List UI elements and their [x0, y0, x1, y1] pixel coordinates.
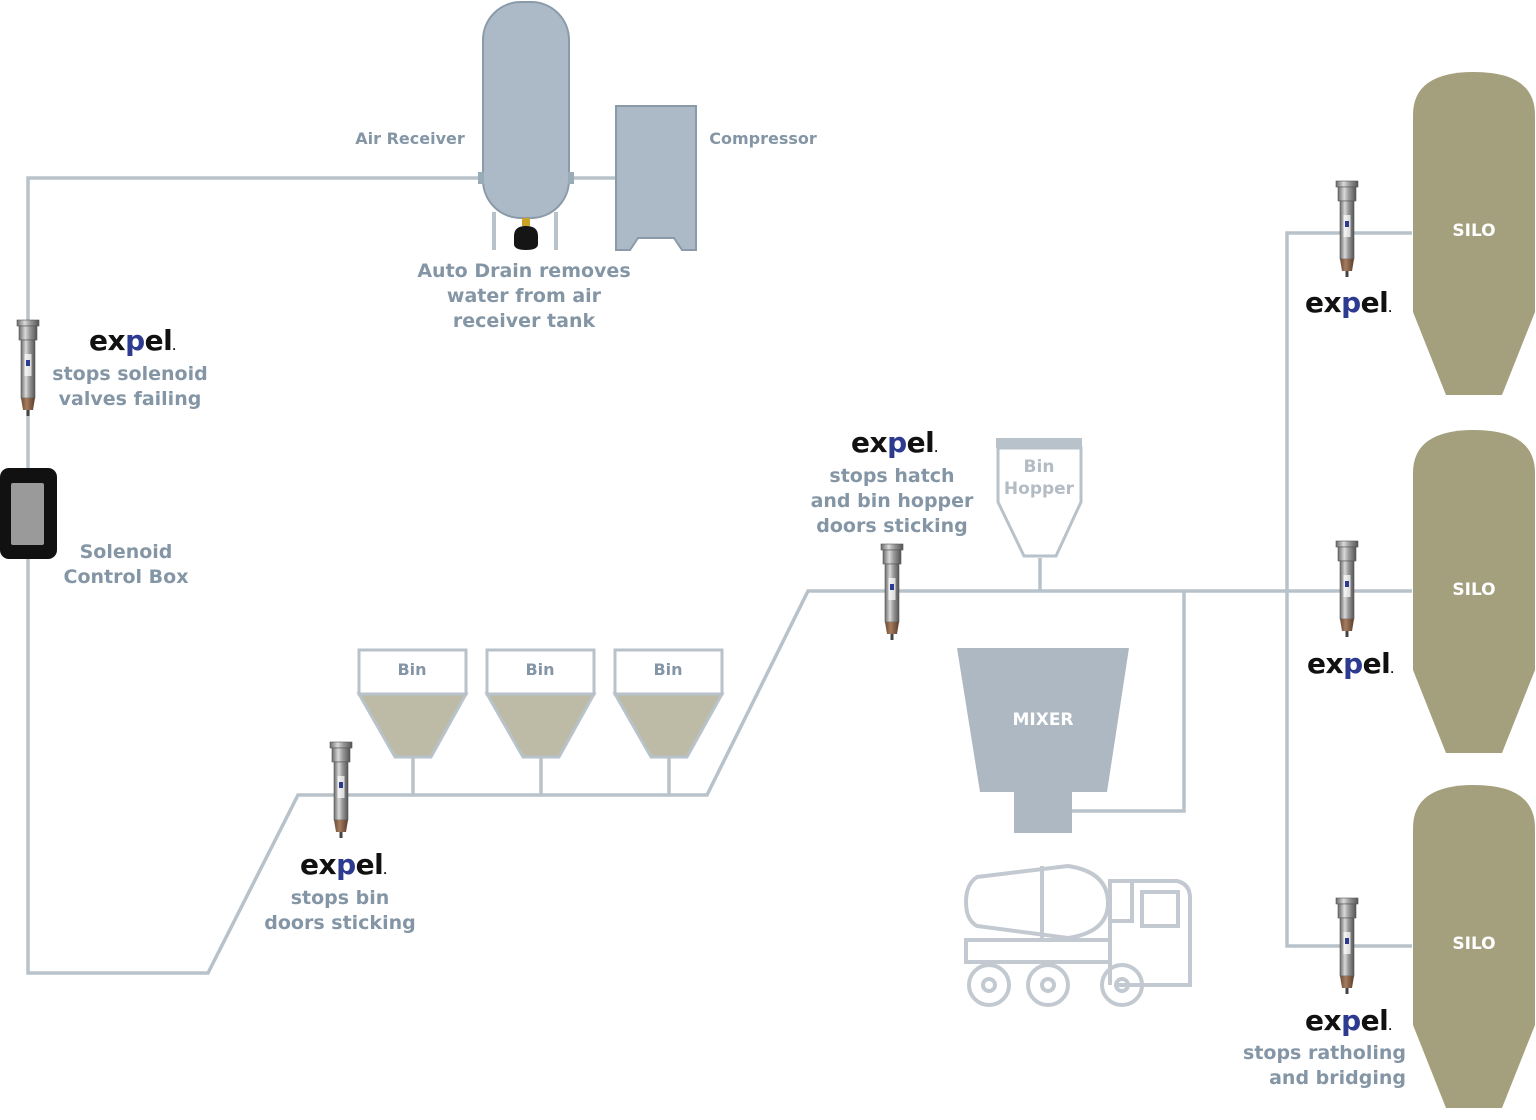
bin-1-label: Bin — [397, 660, 427, 679]
bin-3-label: Bin — [653, 660, 683, 679]
bin-hopper-label: Bin Hopper — [1003, 457, 1075, 499]
expel-logo-solenoid: expel. — [89, 324, 176, 357]
mixer-truck-icon — [963, 863, 1192, 1007]
solenoid-box-label: Solenoid Control Box — [63, 541, 189, 588]
auto-drain-icon — [514, 218, 538, 250]
expel-filter-silo-2 — [1335, 540, 1359, 638]
callout-bin-doors: stops bin doors sticking — [264, 887, 416, 934]
bin-2 — [484, 648, 597, 759]
compressor — [615, 105, 697, 251]
expel-logo-bins: expel. — [300, 848, 387, 881]
silo-3 — [1413, 785, 1535, 1108]
air-receiver-label: Air Receiver — [355, 129, 465, 148]
expel-logo-hatch: expel. — [851, 426, 938, 459]
callout-ratholing: stops ratholing and bridging — [1243, 1042, 1406, 1089]
expel-logo-silo-2: expel. — [1307, 647, 1394, 680]
bin-1 — [356, 648, 469, 759]
air-receiver — [478, 1, 574, 250]
compressor-label: Compressor — [709, 129, 817, 148]
bin-3 — [612, 648, 725, 759]
mixer-label: MIXER — [1012, 710, 1074, 730]
silo-1 — [1413, 72, 1535, 395]
silo-3-label: SILO — [1452, 934, 1496, 954]
expel-filter-solenoid — [16, 319, 40, 417]
lower-air-line — [26, 558, 1412, 975]
callout-solenoid: stops solenoid valves failing — [52, 363, 208, 410]
solenoid-control-box — [0, 468, 57, 559]
expel-logo-silo-1: expel. — [1305, 286, 1392, 319]
silo-2 — [1413, 430, 1535, 753]
expel-filter-silo-1 — [1335, 180, 1359, 278]
expel-logo-silo-3: expel. — [1305, 1004, 1392, 1037]
expel-filter-bins — [329, 741, 353, 839]
mixer-branch — [1072, 591, 1186, 813]
air-lines — [26, 176, 1412, 975]
auto-drain-label: Auto Drain removes water from air receiv… — [417, 260, 631, 332]
bin-2-label: Bin — [525, 660, 555, 679]
silo-2-label: SILO — [1452, 580, 1496, 600]
bin-hopper — [996, 438, 1083, 558]
mixer — [957, 648, 1129, 833]
silo-1-label: SILO — [1452, 221, 1496, 241]
callout-hatch: stops hatch and bin hopper doors stickin… — [810, 465, 974, 537]
